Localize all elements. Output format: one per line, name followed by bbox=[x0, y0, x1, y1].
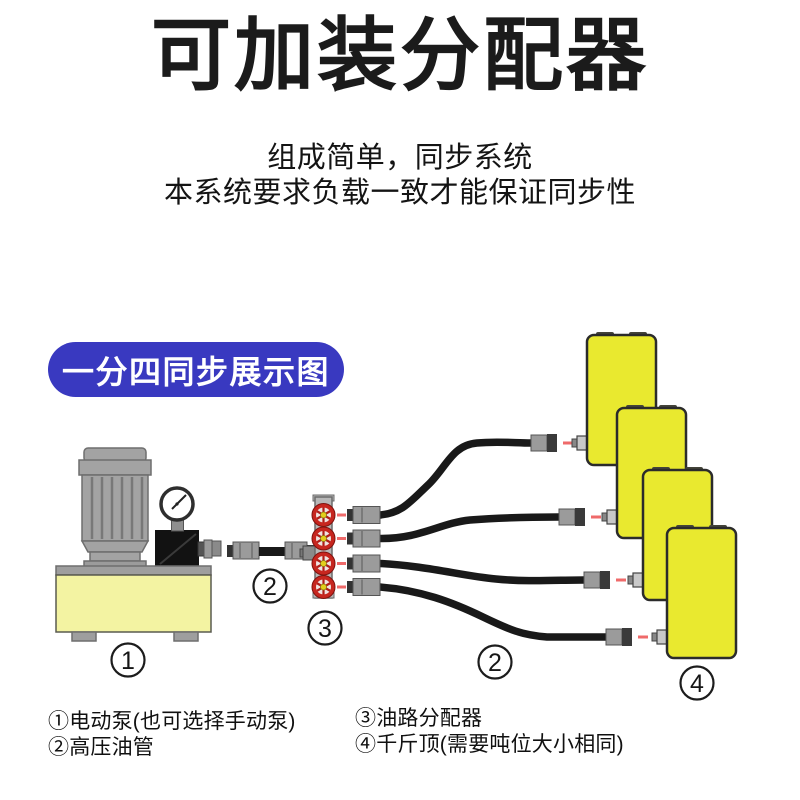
legend-item-jack: ④千斤顶(需要吨位大小相同) bbox=[355, 732, 624, 756]
hose-left-fittings bbox=[347, 506, 381, 596]
pump-block bbox=[155, 530, 199, 568]
pressure-gauge-icon bbox=[159, 486, 195, 532]
valve-wheel-icon bbox=[311, 575, 336, 599]
callout-number: 2 bbox=[488, 649, 502, 677]
legend-right-column: ③油路分配器 ④千斤顶(需要吨位大小相同) bbox=[355, 706, 624, 757]
callout-number: 3 bbox=[318, 615, 332, 643]
connection-dash bbox=[337, 513, 346, 517]
callout-jacks: 4 bbox=[679, 665, 715, 701]
hose-tube bbox=[376, 438, 535, 519]
callout-jack-hoses: 2 bbox=[477, 644, 513, 680]
hose-tube bbox=[376, 559, 588, 585]
section-badge: 一分四同步展示图 bbox=[48, 342, 345, 397]
electric-pump bbox=[55, 447, 222, 642]
valve-wheel-icon bbox=[311, 526, 336, 551]
jack-icon bbox=[651, 525, 738, 660]
page-subtitle: 组成简单，同步系统 本系统要求负载一致才能保证同步性 bbox=[0, 141, 800, 211]
jack-hoses bbox=[347, 434, 648, 646]
legend-item-hose: ②高压油管 bbox=[48, 735, 154, 759]
callout-number: 4 bbox=[690, 670, 704, 698]
connection-dash bbox=[337, 562, 346, 565]
jacks bbox=[571, 332, 738, 660]
legend-item-pump: ①电动泵(也可选择手动泵) bbox=[48, 710, 296, 733]
callout-distributor: 3 bbox=[307, 610, 343, 646]
connection-dash bbox=[337, 537, 346, 540]
legend-left-column: ①电动泵(也可选择手动泵) ②高压油管 bbox=[48, 709, 296, 760]
callout-pump-hose: 2 bbox=[252, 568, 288, 604]
page-title: 可加装分配器 bbox=[151, 11, 649, 100]
oil-tank bbox=[55, 565, 212, 642]
subtitle-line-2: 本系统要求负载一致才能保证同步性 bbox=[163, 177, 636, 209]
hose-right-fittings bbox=[530, 434, 648, 646]
callout-number: 1 bbox=[121, 647, 135, 675]
callout-number: 2 bbox=[263, 573, 277, 601]
valve-wheel-icon bbox=[311, 503, 336, 527]
callout-pump: 1 bbox=[110, 642, 146, 678]
connection-dash bbox=[337, 585, 346, 589]
oil-distributor bbox=[299, 494, 346, 599]
system-diagram: 1 2 3 2 4 bbox=[55, 332, 738, 701]
motor-icon bbox=[78, 447, 152, 570]
pump-outlet-fitting bbox=[197, 539, 222, 559]
legend-item-distributor: ③油路分配器 bbox=[355, 707, 483, 730]
valve-wheel-icon bbox=[311, 551, 336, 576]
subtitle-line-1: 组成简单，同步系统 bbox=[267, 142, 533, 174]
hose-tube bbox=[376, 583, 610, 641]
hose-tube bbox=[376, 513, 563, 543]
